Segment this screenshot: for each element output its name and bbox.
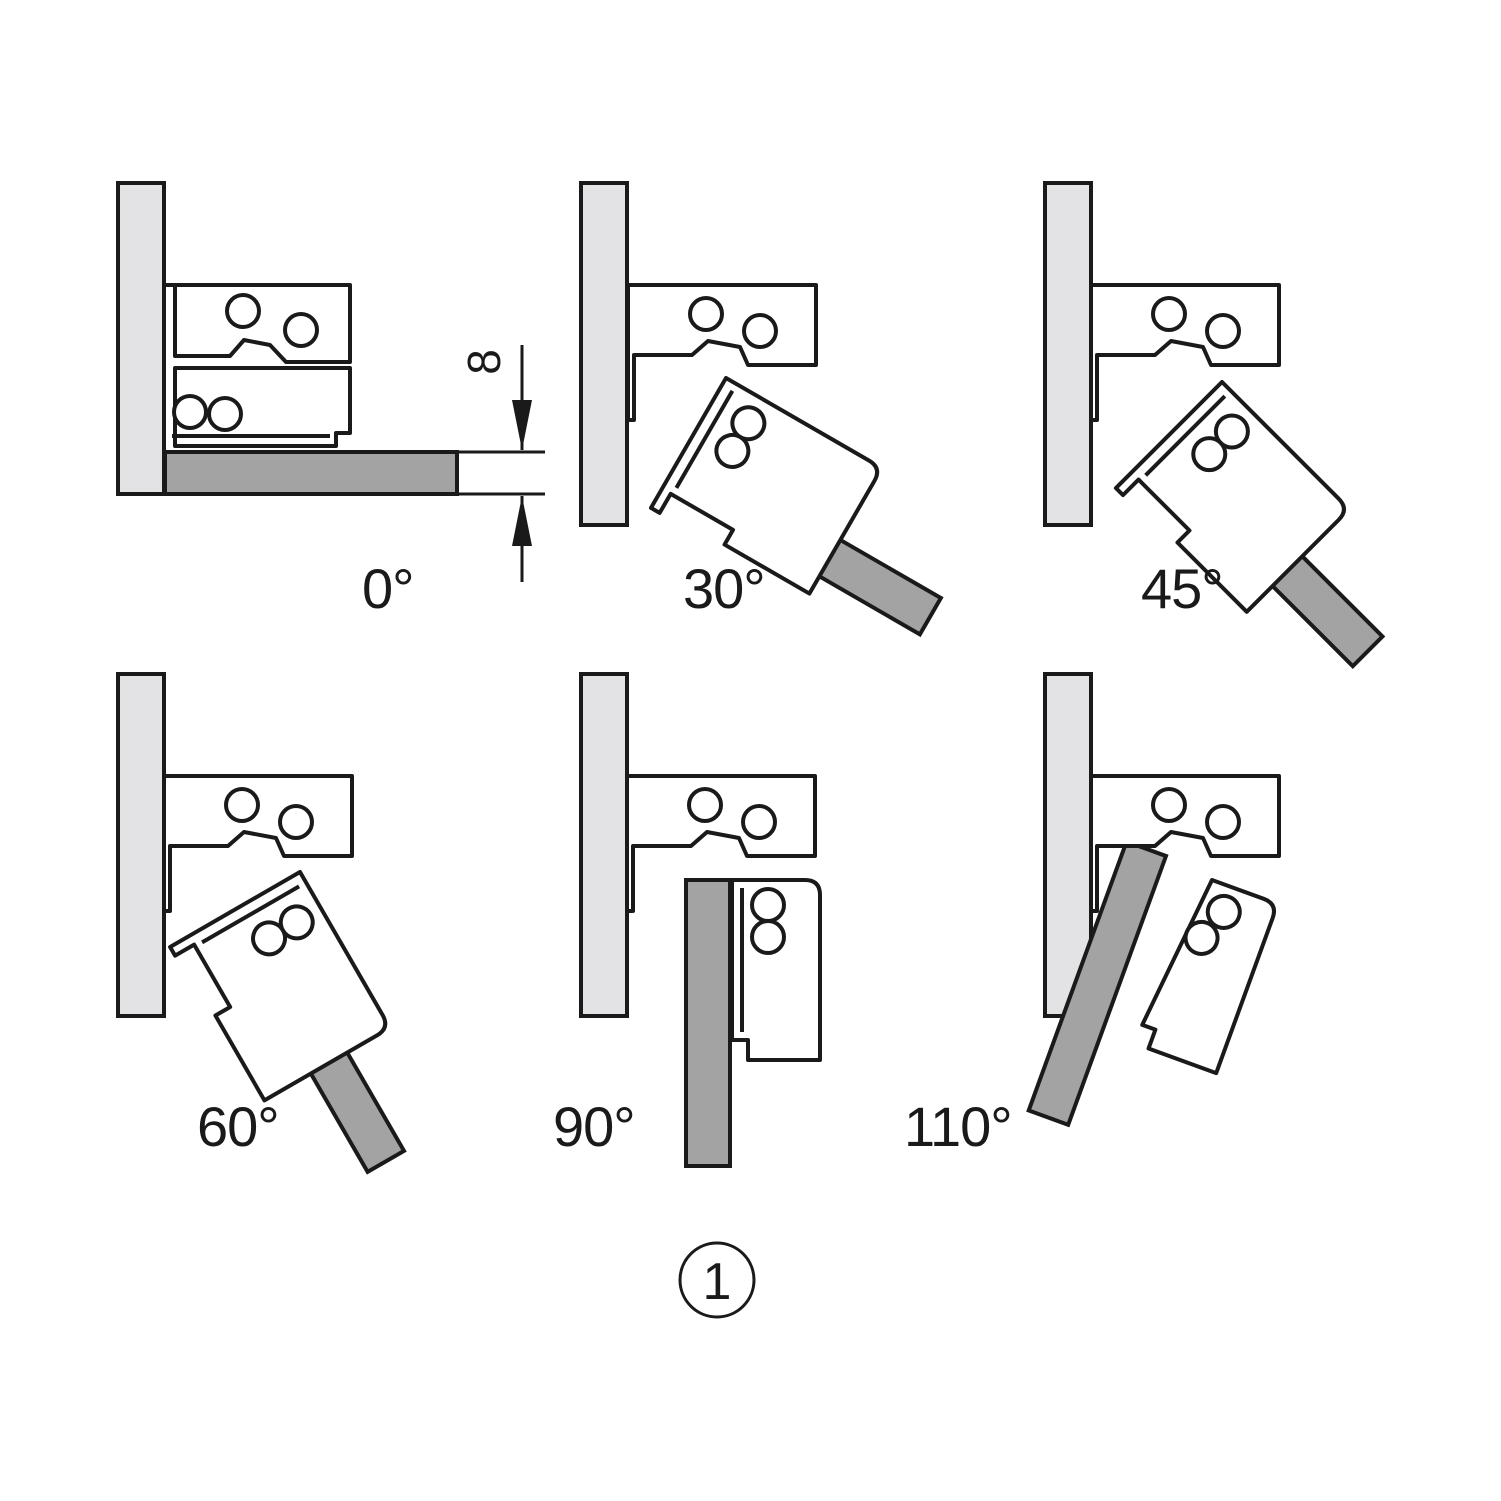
cabinet-wall	[116, 672, 166, 1018]
panel-30-degrees	[579, 181, 944, 638]
panel-0-degrees: 8 0°	[116, 181, 545, 620]
hinge-cup-icon	[1140, 878, 1277, 1076]
panel-110-degrees	[1026, 672, 1281, 1128]
panel-90-degrees	[579, 672, 822, 1168]
panel-45-degrees	[1043, 181, 1386, 670]
hinge-arm-icon	[165, 283, 352, 364]
figure-number: 1	[678, 1241, 756, 1319]
angle-label: 60°	[197, 1095, 279, 1158]
door-panel	[163, 450, 459, 496]
angle-label: 110°	[904, 1095, 1012, 1158]
door-panel	[1026, 839, 1169, 1128]
door-panel	[684, 878, 732, 1168]
figure-number-label: 1	[703, 1253, 732, 1311]
dimension-label: 8	[458, 349, 510, 375]
angle-label: 90°	[553, 1095, 635, 1158]
hinge-arm-icon	[162, 774, 354, 913]
cabinet-wall	[1043, 181, 1093, 527]
cabinet-wall	[116, 181, 166, 496]
angle-label: 30°	[683, 557, 765, 620]
angle-label: 45°	[1141, 557, 1223, 620]
hinge-cup-icon	[172, 366, 352, 448]
dimension-arrow-icon	[457, 345, 545, 582]
cabinet-wall	[579, 181, 629, 527]
hinge-cup-icon	[730, 878, 822, 1062]
figure-number-circle	[678, 1241, 756, 1319]
panel-60-degrees	[116, 672, 407, 1175]
hinge-arm-icon	[1089, 283, 1281, 422]
cabinet-wall	[579, 672, 629, 1018]
angle-label: 0°	[362, 557, 414, 620]
